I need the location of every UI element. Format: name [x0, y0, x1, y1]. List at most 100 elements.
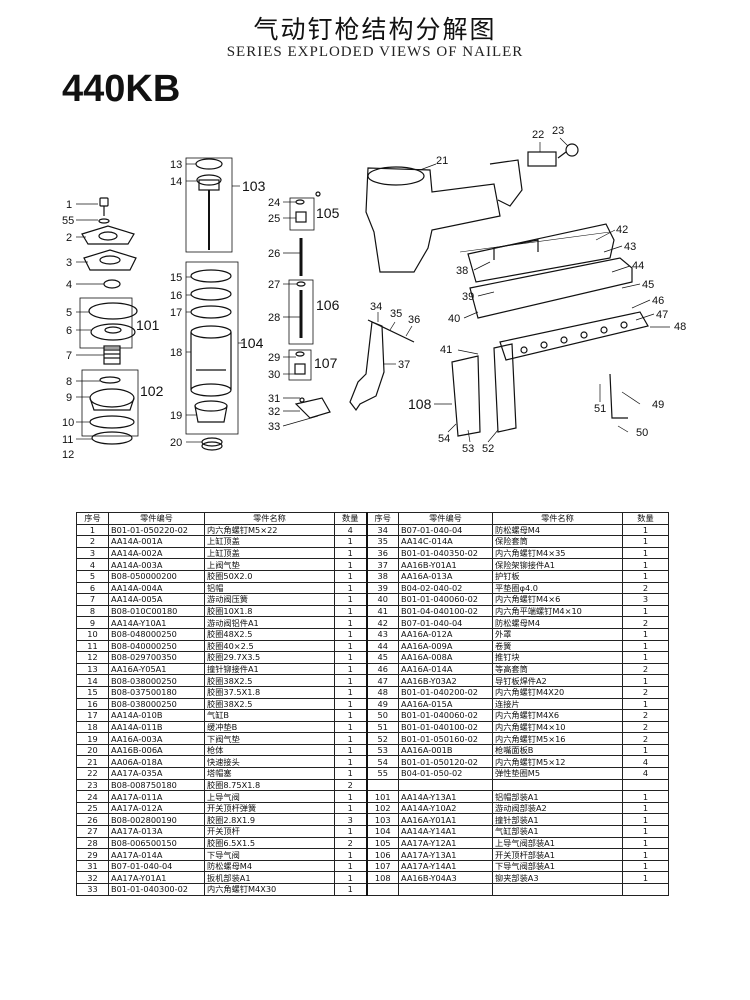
- cell-qty: 1: [334, 767, 367, 780]
- oring-part-17: [190, 305, 232, 319]
- cell-part-name: 推钉块: [492, 651, 623, 664]
- cell-qty: 1: [622, 651, 669, 664]
- cell-no: 2: [76, 535, 109, 548]
- cell-qty: 1: [334, 627, 367, 641]
- cell-part-code: AA14A-010B: [108, 709, 205, 722]
- cell-part-code: B08-038000250: [108, 697, 205, 711]
- cell-part-name: 开关顶杆部装A1: [492, 848, 623, 861]
- cell-qty: [622, 883, 669, 896]
- callout-22: 22: [532, 129, 544, 141]
- cap-part-6: [90, 323, 136, 341]
- callout-36: 36: [408, 314, 420, 326]
- cell-no: [365, 778, 399, 792]
- oring-part-11: [91, 431, 133, 445]
- oring-part-27: [296, 281, 306, 287]
- callout-55: 55: [62, 215, 74, 227]
- valve-part-9: [89, 388, 135, 411]
- callout-group-106: 106: [316, 297, 340, 313]
- callout-25: 25: [268, 213, 280, 225]
- cell-qty: 1: [334, 593, 367, 606]
- callout-33: 33: [268, 421, 280, 433]
- cell-no: 25: [76, 801, 109, 815]
- cell-qty: 1: [334, 732, 367, 745]
- cell-part-name: 护钉板: [492, 569, 623, 583]
- callout-38: 38: [456, 265, 468, 277]
- cell-part-name: 开关顶杆弹簧: [204, 801, 335, 815]
- cell-part-name: 上导气阀部装A1: [492, 836, 623, 850]
- cell-part-name: 铝帽: [204, 581, 335, 595]
- cell-qty: 1: [622, 639, 669, 653]
- cell-no: 41: [365, 604, 399, 618]
- cell-part-code: AA14A-Y10A2: [398, 801, 493, 815]
- model-number: 440KB: [62, 68, 181, 110]
- cell-no: 42: [365, 616, 399, 629]
- cell-no: 52: [365, 732, 399, 745]
- cell-qty: 1: [622, 697, 669, 711]
- cell-part-name: 胶圈40×2.5: [204, 639, 335, 653]
- cell-part-name: 胶圈37.5X1.8: [204, 685, 335, 699]
- oring-part-29: [295, 351, 305, 357]
- cell-qty: 1: [622, 743, 669, 757]
- connector-part-22: [527, 151, 557, 167]
- cell-qty: 2: [334, 836, 367, 850]
- cell-part-name: 内六角螺钉M5×22: [204, 523, 335, 537]
- group-box-103: [185, 157, 233, 253]
- cell-part-name: 铝帽部装A1: [492, 790, 623, 803]
- cell-no: 6: [76, 581, 109, 595]
- callout-8: 8: [66, 376, 72, 388]
- callout-group-101: 101: [136, 317, 160, 333]
- cap-part-2: [81, 225, 135, 245]
- callout-44: 44: [632, 260, 644, 272]
- cell-part-code: B04-01-050-02: [398, 767, 493, 780]
- cell-part-name: 枪体: [204, 743, 335, 757]
- cell-part-code: AA14A-011B: [108, 720, 205, 734]
- callout-23: 23: [552, 125, 564, 137]
- cell-part-name: 游动阀部装A2: [492, 801, 623, 815]
- cell-qty: 1: [622, 535, 669, 548]
- cell-qty: 1: [334, 535, 367, 548]
- callout-53: 53: [462, 443, 474, 455]
- oring-part-10: [89, 415, 135, 429]
- cell-part-code: AA16B-006A: [108, 743, 205, 757]
- cell-part-code: B01-01-050160-02: [398, 732, 493, 745]
- title-chinese: 气动钉枪结构分解图: [253, 15, 497, 44]
- cell-part-code: AA16B-Y03A2: [398, 674, 493, 687]
- callout-1: 1: [66, 199, 72, 211]
- callout-group-102: 102: [140, 383, 164, 399]
- cell-no: 102: [365, 801, 399, 815]
- header-no: 序号: [76, 512, 109, 525]
- cell-part-code: AA17A-035A: [108, 767, 205, 780]
- washer-part-55: [98, 218, 110, 224]
- cell-part-name: 连接片: [492, 697, 623, 711]
- cell-no: 49: [365, 697, 399, 711]
- callout-41: 41: [440, 344, 452, 356]
- callout-group-107: 107: [314, 355, 338, 371]
- cell-no: 8: [76, 604, 109, 618]
- callout-52: 52: [482, 443, 494, 455]
- cell-part-name: [492, 778, 623, 792]
- cell-part-code: B04-02-040-02: [398, 581, 493, 595]
- callout-39: 39: [462, 291, 474, 303]
- cell-qty: 1: [334, 859, 367, 873]
- cell-no: 55: [365, 767, 399, 780]
- cell-qty: 1: [334, 801, 367, 815]
- cell-qty: 1: [334, 604, 367, 618]
- cell-qty: 1: [334, 697, 367, 711]
- cell-no: 44: [365, 639, 399, 653]
- cell-no: 14: [76, 674, 109, 687]
- cell-no: 23: [76, 778, 109, 792]
- cell-qty: 1: [334, 720, 367, 734]
- callout-50: 50: [636, 427, 648, 439]
- cell-qty: 1: [334, 755, 367, 769]
